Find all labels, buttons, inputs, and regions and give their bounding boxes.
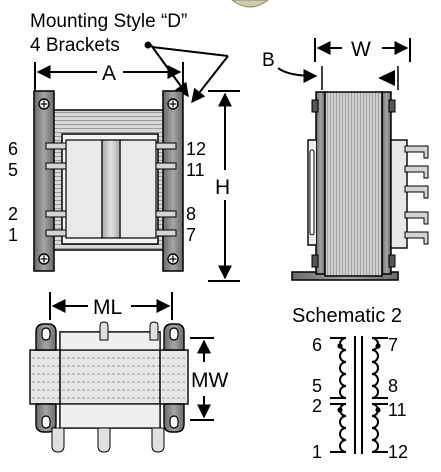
- dimension-h-label: H: [215, 176, 230, 199]
- schematic-pin-label: 6: [312, 335, 322, 355]
- schematic-pin-label: 8: [388, 376, 398, 396]
- schematic-pin-label: 11: [388, 400, 407, 420]
- front-left-bracket: [33, 90, 55, 272]
- side-terminals: [404, 145, 429, 245]
- screw-icon: [38, 98, 50, 110]
- front-pin-label: 12: [186, 139, 206, 159]
- dimension-b-label: B: [262, 50, 275, 71]
- front-pin-label: 2: [8, 204, 18, 224]
- front-pin-label: 7: [186, 225, 196, 245]
- decorative-top-fragment: [231, 0, 269, 8]
- primary-coil-upper: [339, 337, 347, 399]
- secondary-coil-upper: [371, 337, 379, 399]
- polarity-dot: [337, 343, 343, 349]
- front-right-bracket: [162, 90, 184, 272]
- side-core-stack: [324, 91, 383, 277]
- front-view: A: [8, 62, 240, 282]
- polarity-dot: [375, 343, 381, 349]
- brackets-label: 4 Brackets: [30, 35, 120, 56]
- mounting-style-title: Mounting Style “D”: [30, 11, 187, 32]
- core-center-leg: [101, 139, 121, 239]
- front-right-terminals: [155, 142, 177, 237]
- schematic-pin-label: 1: [312, 442, 322, 462]
- front-pin-label: 1: [8, 225, 18, 245]
- schematic-pin-label: 12: [388, 442, 408, 462]
- screw-icon: [167, 253, 179, 265]
- polarity-dot: [337, 407, 343, 413]
- leader-line-3: [191, 55, 229, 104]
- front-pin-label: 8: [186, 204, 196, 224]
- schematic-pin-label: 5: [312, 376, 322, 396]
- dimension-a-label: A: [102, 62, 116, 85]
- front-pin-label: 6: [8, 139, 18, 159]
- side-view: W B: [262, 38, 429, 281]
- bottom-terminals: [51, 321, 165, 453]
- bottom-view: ML: [29, 292, 228, 453]
- schematic-2: Schematic 2 6 5 2: [292, 305, 408, 462]
- secondary-coil-lower: [371, 403, 379, 453]
- front-left-terminals: [45, 142, 67, 237]
- polarity-dot: [375, 407, 381, 413]
- primary-coil-lower: [339, 403, 347, 453]
- dimension-ml-label: ML: [93, 296, 122, 319]
- schematic-pin-label: 7: [388, 335, 398, 355]
- dimension-mw-label: MW: [191, 369, 228, 392]
- screw-icon: [167, 98, 179, 110]
- leader-dot: [144, 41, 152, 49]
- front-pin-label: 11: [186, 160, 205, 180]
- schematic-title: Schematic 2: [292, 305, 402, 327]
- thickness-arrow: [378, 70, 395, 86]
- leader-line-2: [151, 46, 229, 57]
- dimension-w-label: W: [351, 38, 371, 61]
- schematic-pin-label: 2: [312, 396, 322, 416]
- screw-icon: [38, 253, 50, 265]
- front-pin-label: 5: [8, 160, 18, 180]
